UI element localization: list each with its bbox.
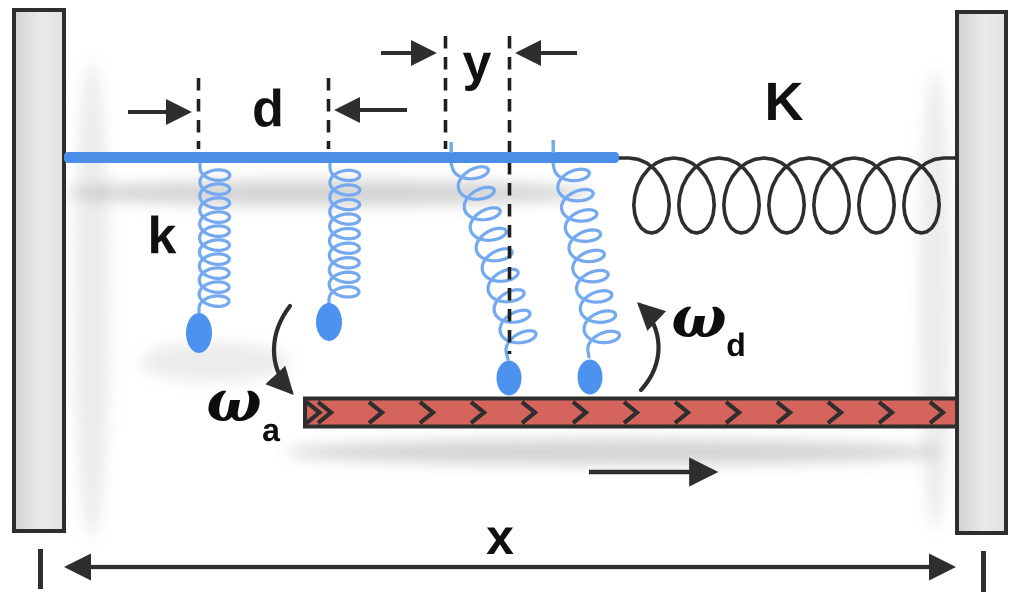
big-spring-K [616,156,957,235]
label-x: x [486,509,514,565]
label-K: K [765,72,804,132]
small-spring-4 [551,161,622,359]
label-k: k [148,207,177,265]
label-omega-a-symbol: ω [206,367,261,435]
filament-shadow [285,439,945,465]
motor-head-1 [186,313,212,353]
motor-head-3 [496,360,522,396]
small-spring-1 [197,161,232,315]
filament-bar [303,396,959,429]
right-wall [955,10,1008,535]
label-y: y [463,34,492,92]
label-omega-d-subscript: d [726,327,746,363]
small-spring-3 [449,161,538,361]
left-wall-shadow [74,60,110,540]
spring-4-anchor-tick [551,140,555,153]
label-omega-d-symbol: ω [671,283,726,351]
spring-3-anchor-tick [449,142,453,153]
small-spring-2 [327,161,362,306]
backbone-bar [64,152,619,163]
heads-shadow [140,342,290,382]
label-d: d [252,80,284,138]
left-wall [12,8,66,533]
filament-chevron-pattern [305,400,947,425]
motor-head-4 [577,359,603,395]
label-omega-a-subscript: a [262,412,280,448]
motor-head-2 [316,303,342,341]
omega-d-detach-arrow-icon [637,302,667,393]
right-wall-shadow [919,70,951,530]
omega-a-attach-arrow-icon [265,303,294,396]
